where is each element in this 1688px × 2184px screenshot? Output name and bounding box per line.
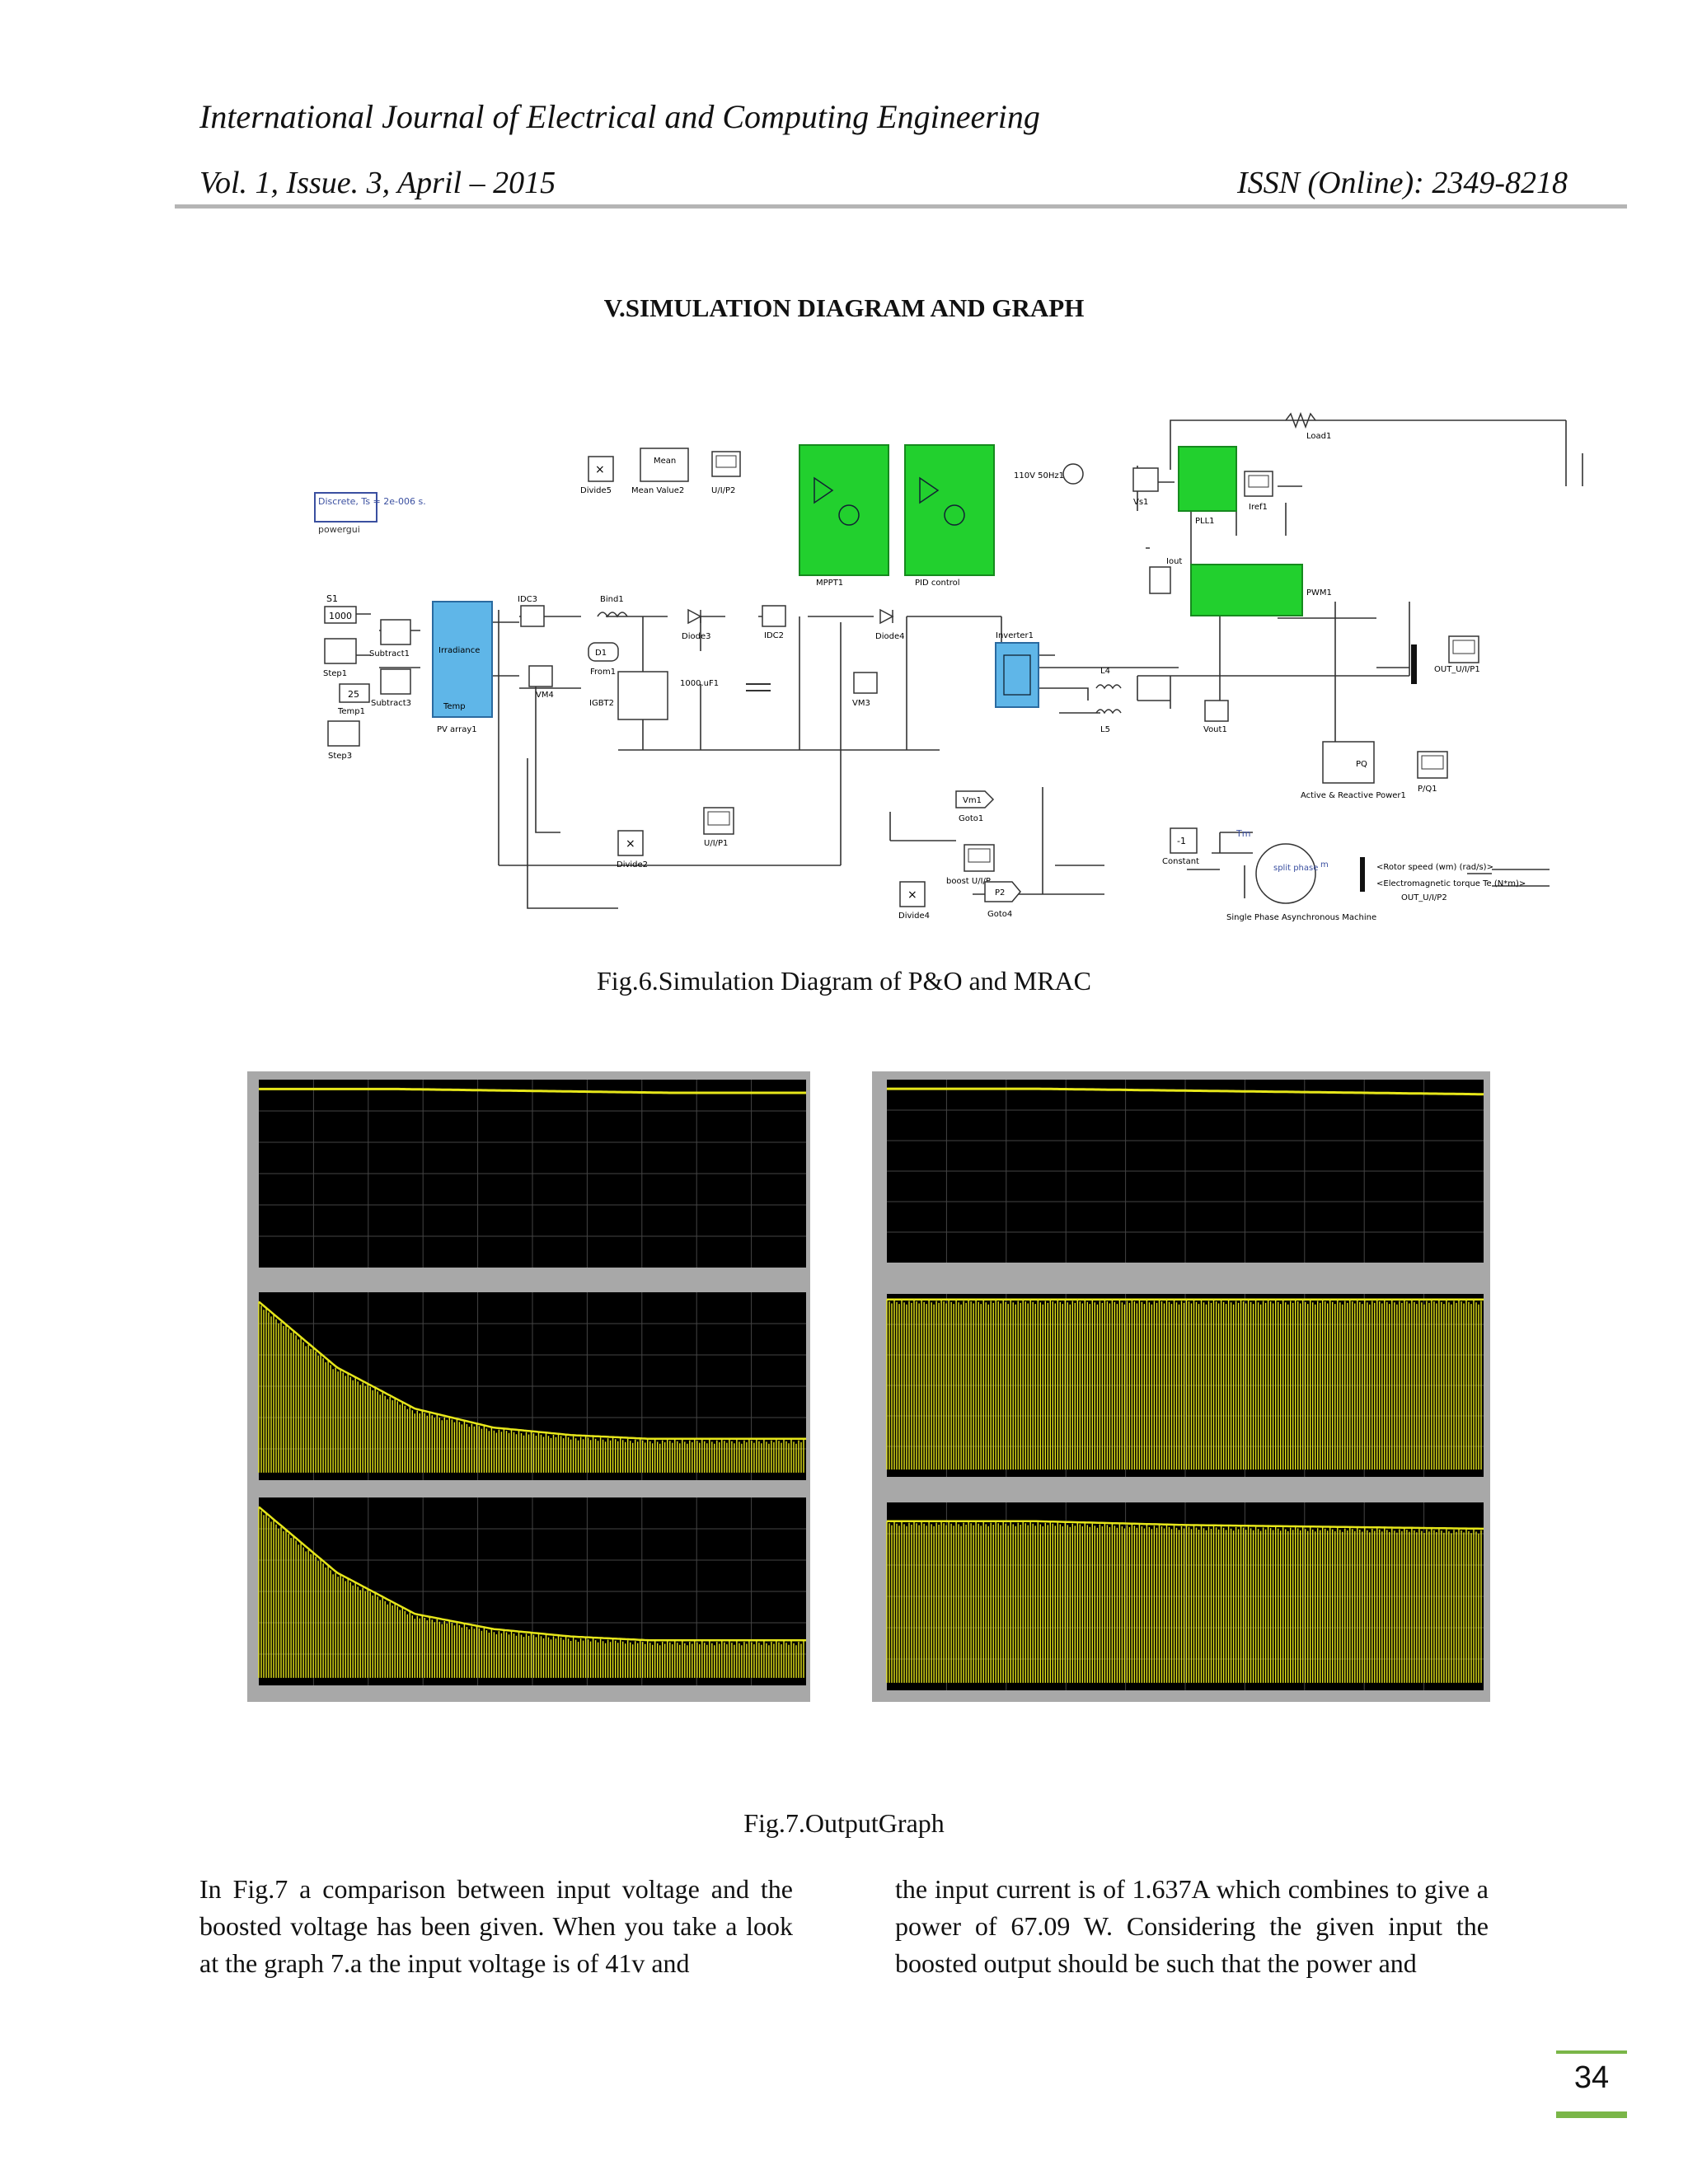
trace — [258, 1507, 804, 1678]
inverter-label: Inverter1 — [996, 631, 1034, 640]
volume-info: Vol. 1, Issue. 3, April – 2015 — [199, 166, 556, 200]
step1-label: Step1 — [323, 669, 347, 678]
trace-envelope — [258, 1301, 806, 1441]
powergui-setting: Discrete, Ts = 2e-006 s. — [318, 496, 426, 507]
pv-irr-port: Irradiance — [438, 646, 480, 655]
l5-label: L5 — [1100, 725, 1110, 734]
d1-label: D1 — [595, 649, 607, 658]
bind1-label: Bind1 — [600, 595, 624, 604]
out-uip2-label: OUT_U/I/P2 — [1401, 893, 1447, 902]
page-number-top-rule — [1556, 2050, 1627, 2054]
uip1-label: U/I/P1 — [704, 839, 728, 848]
pq-block: PQ — [1356, 760, 1367, 769]
active-reactive-label: Active & Reactive Power1 — [1301, 791, 1406, 800]
machine-label: Single Phase Asynchronous Machine — [1226, 913, 1376, 922]
temp-const: 25 — [348, 689, 359, 700]
divide5-label: Divide5 — [580, 486, 612, 495]
capacitor-label: 1000.uF1 — [680, 679, 719, 688]
ac-source-label: 110V 50Hz1 — [1014, 471, 1064, 480]
section-title: V.SIMULATION DIAGRAM AND GRAPH — [603, 293, 1085, 322]
igbt2-label: IGBT2 — [589, 699, 614, 708]
pq1-label: P/Q1 — [1418, 785, 1437, 794]
vm1-tag: Vm1 — [963, 796, 982, 805]
scope-right-top — [887, 1080, 1484, 1263]
goto4-label: Goto4 — [987, 910, 1012, 919]
svg-text:×: × — [595, 463, 605, 476]
vm3-label: VM3 — [852, 699, 870, 708]
pv-array-label: PV array1 — [437, 725, 477, 734]
machine-type: split phase — [1273, 864, 1318, 873]
scope-left-top — [259, 1080, 806, 1268]
mean-value-label: Mean Value2 — [631, 486, 684, 495]
diode4-label: Diode4 — [875, 632, 904, 641]
temp1-label: Temp1 — [337, 707, 365, 716]
rotor-speed-signal: <Rotor speed (wm) (rad/s)> — [1376, 863, 1493, 872]
trace-envelope — [887, 1520, 1484, 1530]
vm4-label: VM4 — [536, 691, 554, 700]
idc3-label: IDC3 — [518, 595, 537, 604]
mean-block: Mean — [654, 457, 676, 466]
torque-signal: <Electromagnetic torque Te (N*m)> — [1376, 879, 1526, 888]
figure6-caption: Fig.6.Simulation Diagram of P&O and MRAC — [597, 966, 1091, 996]
trace — [886, 1521, 1482, 1683]
constant-value: -1 — [1177, 836, 1186, 846]
header-rule — [175, 204, 1627, 209]
body-column-left: In Fig.7 a comparison between input volt… — [199, 1874, 793, 1978]
m-port: m — [1320, 860, 1329, 869]
l4-label: L4 — [1100, 667, 1110, 676]
uip2-label: U/I/P2 — [711, 486, 735, 495]
vout1-label: Vout1 — [1203, 725, 1227, 734]
goto1-label: Goto1 — [959, 814, 983, 823]
trace — [886, 1299, 1482, 1470]
vs1-label: Vs1 — [1133, 498, 1148, 507]
divide2-label: Divide2 — [617, 860, 648, 869]
simulation-diagram: Discrete, Ts = 2e-006 s. powergui S1 100… — [314, 411, 1583, 922]
pid-label: PID control — [915, 579, 960, 588]
constant-label: Constant — [1162, 857, 1199, 866]
step3-label: Step3 — [328, 752, 352, 761]
iout-label: Iout — [1166, 557, 1182, 566]
scope-right-middle — [886, 1294, 1484, 1477]
s1-label: S1 — [326, 593, 338, 604]
page-number: 34 — [1573, 2060, 1610, 2095]
page-number-bottom-rule — [1556, 2111, 1627, 2118]
journal-title: International Journal of Electrical and … — [199, 98, 1040, 135]
issn-info: ISSN (Online): 2349-8218 — [1236, 166, 1568, 200]
divide4-label: Divide4 — [898, 912, 930, 921]
trace — [259, 1087, 806, 1094]
scope-left-bottom — [258, 1497, 806, 1685]
subtract1-label: Subtract1 — [369, 649, 410, 658]
irr-const: 1000 — [329, 611, 352, 621]
body-column-right: the input current is of 1.637A which com… — [895, 1874, 1489, 1978]
out-uip1-label: OUT_U/I/P1 — [1434, 665, 1480, 674]
svg-text:×: × — [907, 888, 917, 902]
pv-temp-port: Temp — [443, 702, 466, 711]
p2-tag: P2 — [995, 888, 1005, 898]
pwm-label: PWM1 — [1306, 588, 1332, 598]
scope-left-middle — [258, 1292, 806, 1480]
pll-label: PLL1 — [1195, 517, 1215, 526]
powergui-label: powergui — [318, 524, 360, 535]
diode3-label: Diode3 — [682, 632, 710, 641]
svg-text:×: × — [626, 837, 635, 851]
figure7-caption: Fig.7.OutputGraph — [743, 1808, 945, 1838]
idc2-label: IDC2 — [764, 631, 784, 640]
tm-port: Tm — [1236, 828, 1250, 839]
boost-uip-label: boost U/I/P — [946, 877, 991, 886]
trace-envelope — [258, 1506, 806, 1642]
load-label: Load1 — [1306, 432, 1331, 441]
subtract3-label: Subtract3 — [371, 699, 411, 708]
trace — [258, 1301, 804, 1473]
from1-label: From1 — [590, 668, 616, 677]
iref-label: Iref1 — [1249, 503, 1268, 512]
mppt-label: MPPT1 — [816, 579, 843, 588]
scope-right-bottom — [886, 1502, 1484, 1690]
trace — [887, 1087, 1484, 1096]
